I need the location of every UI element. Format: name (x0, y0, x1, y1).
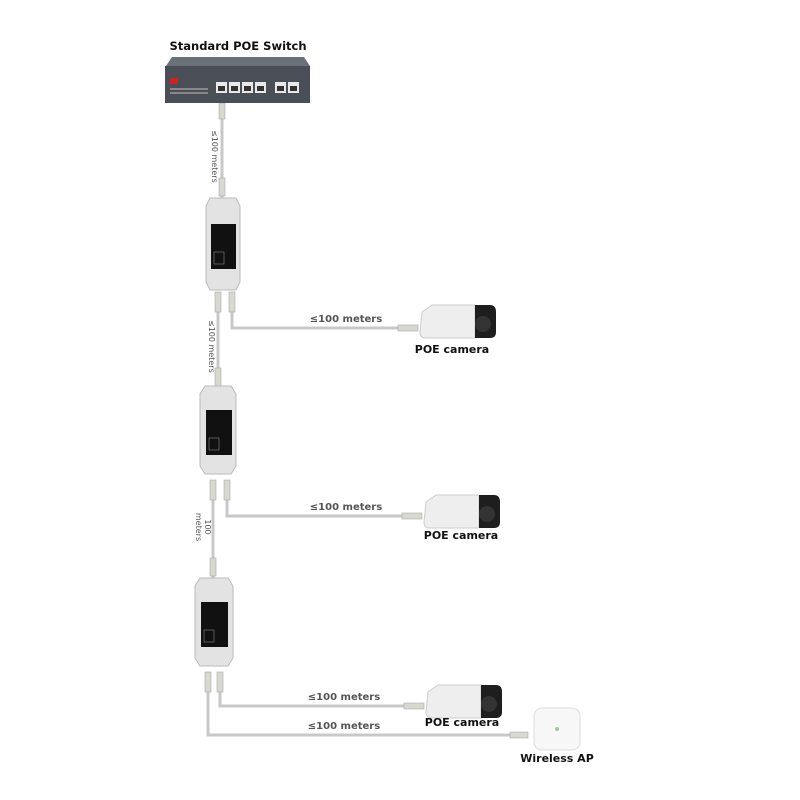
camera2-label: POE camera (423, 529, 499, 542)
cable-label-ext3-ap: ≤100 meters (307, 721, 381, 732)
poe-camera-3 (425, 684, 502, 719)
cable-label-ext3-camera3: ≤100 meters (307, 692, 381, 703)
poe-camera-2 (423, 494, 500, 529)
cable-label-ext1-camera1: ≤100 meters (309, 314, 383, 325)
poe-extender-1 (205, 197, 241, 291)
cable-label-ext2-ext3: 100 meters (194, 512, 212, 542)
cable-label-ext2-camera2: ≤100 meters (309, 502, 383, 513)
wireless-ap (533, 707, 581, 751)
poe-extender-3 (194, 577, 234, 667)
camera1-label: POE camera (414, 343, 490, 356)
poe-switch (165, 57, 310, 103)
ap-label: Wireless AP (520, 752, 594, 765)
cable-label-ext1-ext2: ≤100 meters (207, 320, 216, 373)
switch-title: Standard POE Switch (169, 39, 307, 53)
cable-label-switch-ext1: ≤100 meters (210, 130, 219, 183)
camera3-label: POE camera (424, 716, 500, 729)
poe-camera-1 (419, 304, 496, 339)
poe-extender-2 (199, 385, 237, 475)
cable-ext3-ap (206, 680, 515, 737)
